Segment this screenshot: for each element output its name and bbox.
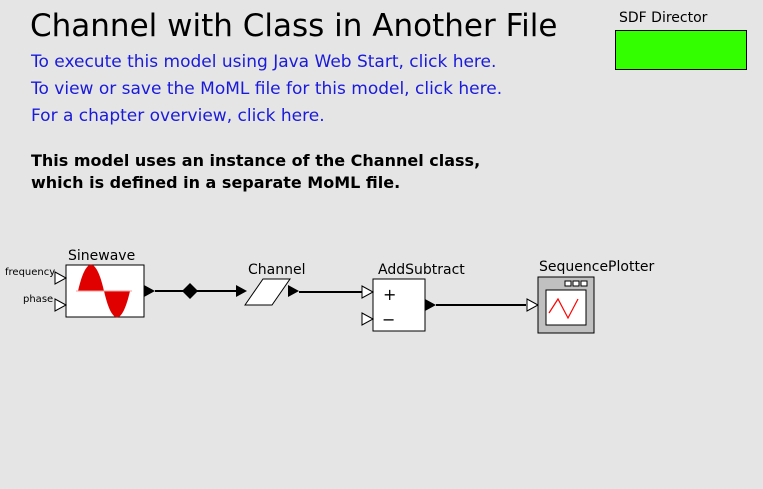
- minus-sign: −: [382, 310, 395, 329]
- plot-trace-icon: [548, 297, 579, 320]
- phase-port[interactable]: [54, 298, 68, 312]
- channel-input-port[interactable]: [236, 285, 247, 297]
- plus-input-port[interactable]: [361, 285, 375, 299]
- window-button-2: [572, 280, 580, 287]
- description-line-2: which is defined in a separate MoML file…: [31, 173, 401, 192]
- window-button-3: [580, 280, 588, 287]
- page-title: Channel with Class in Another File: [30, 8, 558, 44]
- channel-icon[interactable]: [244, 278, 291, 306]
- sinewave-label: Sinewave: [68, 248, 135, 264]
- frequency-port[interactable]: [54, 271, 68, 285]
- moml-file-link[interactable]: To view or save the MoML file for this m…: [31, 79, 503, 99]
- relation-diamond[interactable]: [182, 283, 198, 299]
- addsubtract-body[interactable]: [372, 278, 426, 332]
- channel-output-port[interactable]: [288, 285, 299, 297]
- sine-wave-icon-top: [78, 264, 104, 291]
- sdf-director[interactable]: [615, 30, 747, 70]
- sequenceplotter-actor[interactable]: SequencePlotter: [526, 259, 655, 334]
- sequenceplotter-label: SequencePlotter: [539, 259, 655, 275]
- frequency-port-label: frequency: [5, 267, 55, 278]
- plotter-input-port[interactable]: [526, 298, 540, 312]
- phase-port-label: phase: [23, 294, 53, 305]
- window-button-1: [564, 280, 572, 287]
- addsubtract-output-port[interactable]: [425, 299, 436, 311]
- chapter-overview-link[interactable]: For a chapter overview, click here.: [31, 106, 325, 126]
- model-description: This model uses an instance of the Chann…: [31, 150, 480, 194]
- sinewave-actor[interactable]: Sinewave frequency phase: [5, 248, 155, 318]
- channel-label: Channel: [248, 262, 305, 278]
- sinewave-output-port[interactable]: [144, 285, 155, 297]
- description-line-1: This model uses an instance of the Chann…: [31, 151, 481, 170]
- addsubtract-label: AddSubtract: [378, 262, 465, 278]
- addsubtract-actor[interactable]: AddSubtract + −: [361, 262, 465, 332]
- channel-actor[interactable]: Channel: [244, 262, 305, 306]
- sine-wave-icon-bottom: [104, 291, 130, 318]
- minus-input-port[interactable]: [361, 312, 375, 326]
- plus-sign: +: [383, 285, 396, 304]
- sdf-director-label: SDF Director: [619, 10, 708, 26]
- web-start-link[interactable]: To execute this model using Java Web Sta…: [31, 52, 497, 72]
